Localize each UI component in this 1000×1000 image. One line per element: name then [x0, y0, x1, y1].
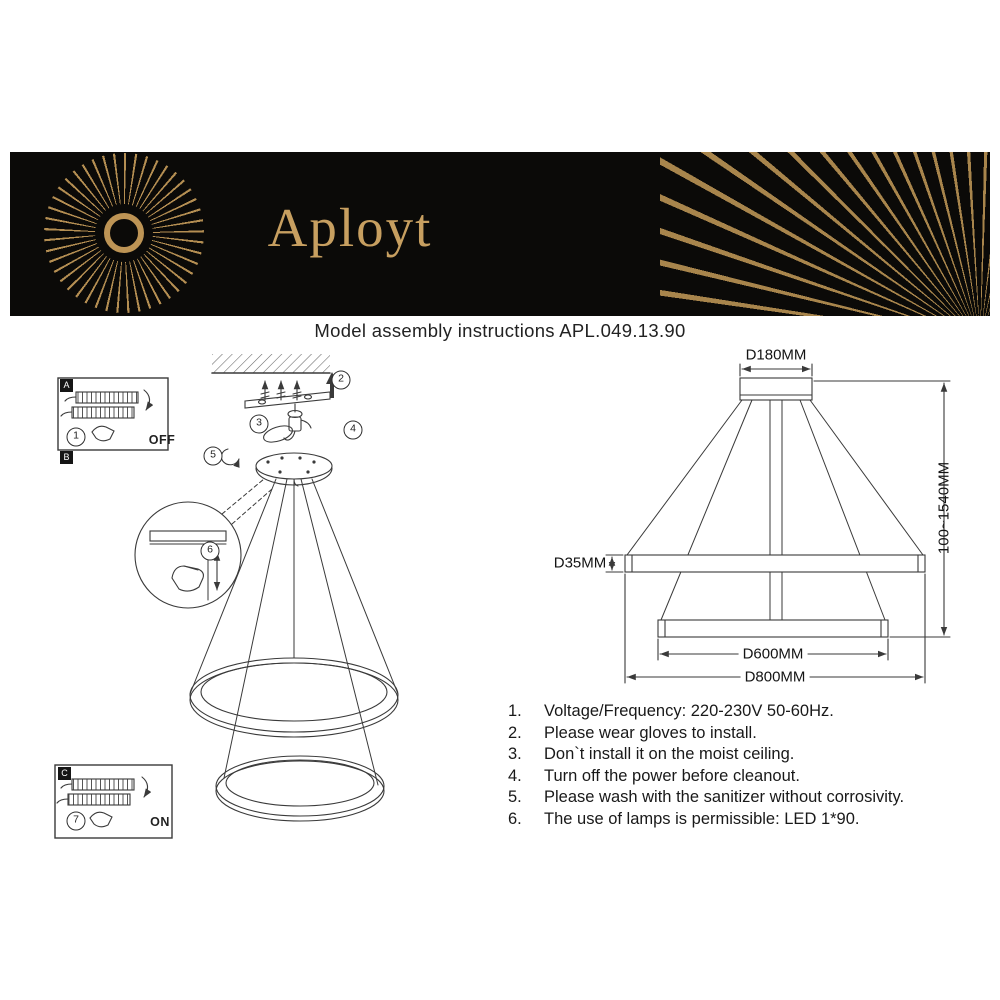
marker-c: C — [58, 767, 71, 780]
dim-d35-label: D35MM — [553, 554, 607, 572]
instruction-item: 1. Voltage/Frequency: 220-230V 50-60Hz. — [508, 701, 994, 723]
assembly-drawing — [54, 354, 399, 839]
dim-d180-label: D180MM — [745, 346, 807, 364]
instruction-text: Turn off the power before cleanout. — [544, 766, 800, 785]
instruction-number: 1. — [508, 702, 522, 720]
instruction-text: Don`t install it on the moist ceiling. — [544, 745, 795, 763]
instruction-number: 5. — [508, 788, 522, 806]
step-badge-4: 4 — [343, 420, 363, 440]
marker-a: A — [60, 379, 73, 392]
instruction-text: The use of lamps is permissible: LED 1*9… — [544, 809, 860, 828]
off-label: OFF — [148, 433, 176, 447]
instruction-text: Please wash with the sanitizer without c… — [544, 788, 905, 806]
page-title: Model assembly instructions APL.049.13.9… — [314, 320, 686, 341]
instruction-number: 6. — [508, 809, 522, 828]
dimension-drawing — [605, 363, 951, 684]
dimension-diagram: D180MM 100~1540MM D35MM D600MM D800MM — [530, 345, 980, 695]
step-badge-6: 6 — [200, 541, 220, 561]
dim-d800-label: D800MM — [740, 668, 810, 686]
instruction-item: 2. Please wear gloves to install. — [508, 723, 994, 745]
dim-d600-label: D600MM — [738, 645, 808, 663]
on-label: ON — [150, 815, 170, 829]
instruction-item: 4. Turn off the power before cleanout. — [508, 766, 994, 788]
sunburst-core-icon — [95, 204, 153, 262]
instruction-item: 3. Don`t install it on the moist ceiling… — [508, 744, 994, 766]
instruction-item: 6. The use of lamps is permissible: LED … — [508, 809, 994, 831]
instruction-number: 3. — [508, 745, 522, 763]
step-badge-1: 1 — [66, 427, 86, 447]
instruction-text: Voltage/Frequency: 220-230V 50-60Hz. — [544, 702, 834, 720]
marker-b: B — [60, 451, 73, 464]
dim-height-label: 100~1540MM — [935, 461, 953, 555]
instruction-item: 5. Please wash with the sanitizer withou… — [508, 787, 994, 809]
brand-banner: Aployt — [10, 152, 990, 316]
instructions-list: 1. Voltage/Frequency: 220-230V 50-60Hz. … — [508, 701, 994, 830]
sunburst-ring-icon — [104, 213, 144, 253]
step-badge-3: 3 — [249, 414, 269, 434]
step-badge-5: 5 — [203, 446, 223, 466]
instruction-number: 2. — [508, 723, 522, 742]
step-badge-2: 2 — [331, 370, 351, 390]
rays-decoration-icon — [660, 152, 990, 316]
instruction-text: Please wear gloves to install. — [544, 723, 757, 742]
step-badge-7: 7 — [66, 811, 86, 831]
instruction-number: 4. — [508, 766, 522, 785]
brand-name: Aployt — [267, 197, 433, 258]
assembly-diagram: 1 2 3 4 5 6 7 A B C OFF ON — [40, 348, 460, 860]
